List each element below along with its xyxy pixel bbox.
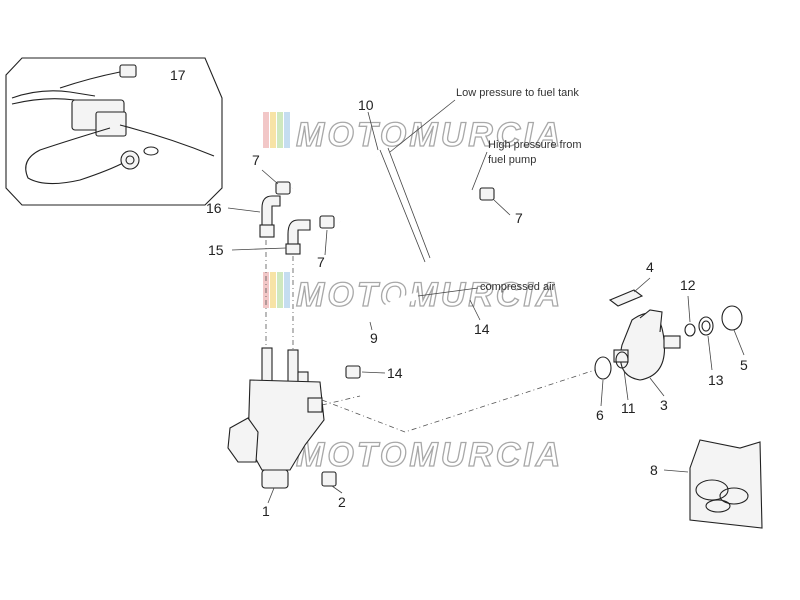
ring-12: 12 [680, 277, 696, 337]
callout-8: 8 [650, 462, 658, 478]
callout-14: 14 [474, 321, 490, 337]
carburettor-1: 1 [227, 347, 325, 519]
callout-7: 7 [515, 210, 523, 226]
callout-16: 16 [206, 200, 222, 216]
watermark-bottom: MOTOMURCIA [263, 432, 563, 475]
callout-11: 11 [621, 400, 636, 416]
callout-17: 17 [170, 67, 186, 83]
hose-10: 10 [289, 97, 491, 263]
watermark-text: MOTOMURCIA [296, 116, 563, 154]
callout-5: 5 [740, 357, 748, 373]
annotation-low-pressure: Low pressure to fuel tank [456, 87, 579, 99]
hose-9: 9 [348, 292, 419, 366]
watermark-top: MOTOMURCIA [263, 112, 563, 155]
callout-7: 7 [252, 152, 260, 168]
part-4: 4 [608, 259, 654, 307]
callout-10: 10 [358, 97, 374, 113]
clamp-7-left: 7 [252, 152, 291, 195]
callout-2: 2 [338, 494, 346, 510]
screw-2: 2 [321, 471, 346, 510]
ring-11: 11 [615, 351, 636, 416]
ring-5: 5 [721, 305, 748, 373]
annotation-leader-low-pressure [389, 99, 456, 153]
annotation-high-pressure-line1: High pressure from [488, 139, 582, 151]
callout-9: 9 [370, 330, 378, 346]
clamp-7-middle: 7 [317, 215, 335, 270]
inset-panel-part-17: 17 [5, 57, 223, 206]
callout-6: 6 [596, 407, 604, 423]
clamp-14-lower: 14 [345, 365, 403, 381]
callout-4: 4 [646, 259, 654, 275]
callout-12: 12 [680, 277, 696, 293]
air-pump-3: 3 [613, 309, 681, 413]
ring-6: 6 [594, 356, 612, 423]
ring-13: 13 [698, 316, 724, 388]
gasket-kit-8: 8 [650, 439, 763, 529]
callout-7: 7 [317, 254, 325, 270]
annotation-leader-compressed-air [417, 287, 479, 297]
callout-14: 14 [387, 365, 403, 381]
callout-1: 1 [262, 503, 270, 519]
callout-13: 13 [708, 372, 724, 388]
annotation-compressed-air: compressed air [480, 281, 556, 293]
watermark-text: MOTOMURCIA [296, 436, 563, 474]
fitting-16: 16 [206, 195, 281, 238]
watermark-middle: MOTOMURCIA [263, 272, 561, 315]
clamp-7-right: 7 [479, 187, 523, 226]
fitting-15: 15 [208, 219, 311, 258]
clamp-14-upper: 14 [469, 299, 490, 337]
callout-15: 15 [208, 242, 224, 258]
annotation-high-pressure-line2: fuel pump [488, 154, 536, 166]
annotation-leader-high-pressure [471, 151, 488, 191]
callout-3: 3 [660, 397, 668, 413]
assembly-lines [265, 240, 596, 433]
